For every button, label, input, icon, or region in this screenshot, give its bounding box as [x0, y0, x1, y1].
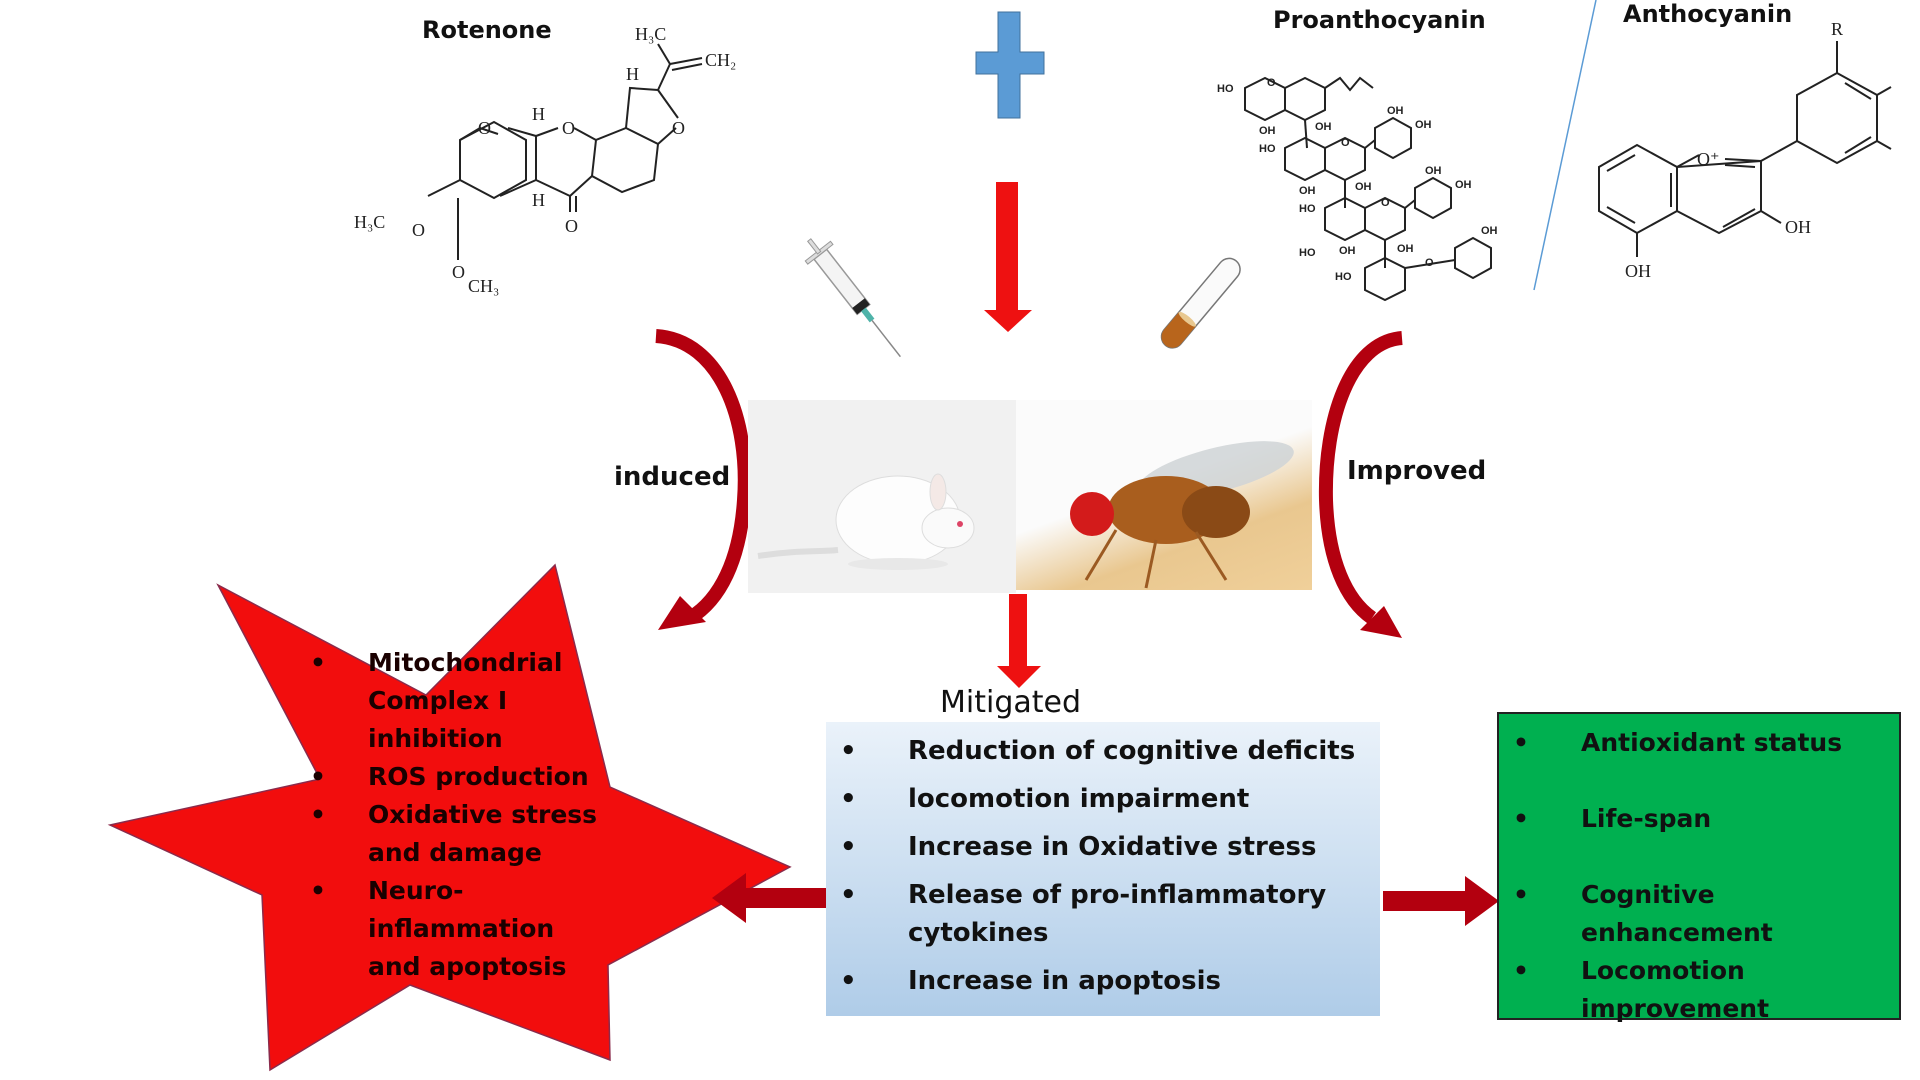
- group-label: HO: [1299, 203, 1316, 215]
- group-label: HO: [1299, 247, 1316, 259]
- group-label: OH: [1355, 181, 1372, 193]
- atom-label: OH: [1785, 217, 1811, 237]
- group-label: OH: [1387, 105, 1404, 117]
- atom-label: H: [532, 190, 545, 210]
- group-label: OH: [1397, 243, 1414, 255]
- improved-curved-arrow: [1318, 331, 1404, 638]
- list-item: •Reduction of cognitive deficits: [840, 736, 1356, 766]
- list-item: •Locomotion improvement: [1513, 956, 1770, 1023]
- atom-label: H₃C: [354, 212, 385, 232]
- fruit-fly-image: [1016, 400, 1312, 590]
- group-label: OH: [1259, 125, 1276, 137]
- proanthocyanin-title: Proanthocyanin: [1273, 6, 1486, 34]
- group-label: O: [1267, 77, 1276, 89]
- atom-label: O: [412, 220, 425, 240]
- list-item: •Mitochondrial Complex I inhibition: [310, 648, 563, 753]
- group-label: O: [1341, 137, 1350, 149]
- induced-label: induced: [614, 462, 731, 492]
- list-item: •ROS production: [310, 762, 589, 791]
- list-item: •locomotion impairment: [840, 784, 1250, 814]
- list-item: •Release of pro-inflammatory cytokines: [840, 880, 1327, 948]
- list-item: •Oxidative stress and damage: [310, 800, 598, 867]
- induced-effects-star: [107, 563, 792, 1072]
- group-label: HO: [1217, 83, 1234, 95]
- right-arrow: [1383, 876, 1499, 926]
- group-label: HO: [1259, 143, 1276, 155]
- atom-label: O: [672, 118, 685, 138]
- group-label: OH: [1299, 185, 1316, 197]
- group-label: HO: [1335, 271, 1352, 283]
- group-label: OH: [1455, 179, 1472, 191]
- list-item: •Increase in Oxidative stress: [840, 832, 1317, 862]
- atom-label: H: [626, 64, 639, 84]
- group-label: O: [1381, 197, 1390, 209]
- improved-effects-list: •Antioxidant status •Life-span •Cognitiv…: [1499, 724, 1899, 1028]
- atom-label: O: [452, 262, 465, 282]
- improved-label: Improved: [1347, 456, 1487, 486]
- rotenone-title: Rotenone: [422, 16, 552, 44]
- atom-label: OH: [1625, 261, 1651, 281]
- atom-label: O⁺: [1697, 149, 1720, 169]
- atom-label: O: [565, 216, 578, 236]
- rotenone-structure: H₃C CH₂ H O O H O H O H₃C O O CH₃: [354, 24, 736, 296]
- atom-label: R: [1831, 19, 1843, 39]
- divider-line: [1533, 0, 1597, 291]
- atom-label: O: [562, 118, 575, 138]
- induced-curved-arrow: [655, 329, 752, 630]
- group-label: OH: [1339, 245, 1356, 257]
- plus-icon: [975, 11, 1045, 119]
- mitigated-effects-list: •Reduction of cognitive deficits •locomo…: [826, 732, 1380, 1000]
- atom-label: CH₃: [468, 276, 499, 296]
- proanthocyanin-structure: HO OH OH OH HO OH OH OH HO OH OH OH HO O…: [1217, 76, 1498, 302]
- mitigated-effects-box: •Reduction of cognitive deficits •locomo…: [826, 722, 1380, 1016]
- group-label: OH: [1415, 119, 1432, 131]
- down-arrow-top: [984, 182, 1032, 332]
- atom-label: H₃C: [635, 24, 666, 44]
- down-arrow-mitigated: [997, 594, 1041, 688]
- list-item: •Antioxidant status: [1513, 728, 1843, 757]
- syringe-icon: [804, 238, 901, 358]
- atom-label: CH₂: [705, 50, 736, 70]
- atom-label: H: [532, 104, 545, 124]
- anthocyanin-structure: R O⁺ OH OH: [1598, 19, 1892, 281]
- group-label: OH: [1425, 165, 1442, 177]
- mouse-image: [748, 400, 1016, 593]
- group-label: O: [1425, 257, 1434, 269]
- anthocyanin-title: Anthocyanin: [1623, 0, 1793, 28]
- test-tube-icon: [1160, 257, 1241, 349]
- improved-effects-box: •Antioxidant status •Life-span •Cognitiv…: [1497, 712, 1901, 1023]
- group-label: OH: [1481, 225, 1498, 237]
- left-arrow: [712, 873, 828, 923]
- group-label: OH: [1315, 121, 1332, 133]
- list-item: •Increase in apoptosis: [840, 966, 1222, 996]
- list-item: •Neuro-inflammation and apoptosis: [310, 876, 567, 981]
- mitigated-label: Mitigated: [940, 685, 1082, 720]
- list-item: •Cognitive enhancement: [1513, 880, 1773, 947]
- list-item: •Life-span: [1513, 804, 1712, 833]
- induced-effects-list: •Mitochondrial Complex I inhibition •ROS…: [310, 644, 610, 986]
